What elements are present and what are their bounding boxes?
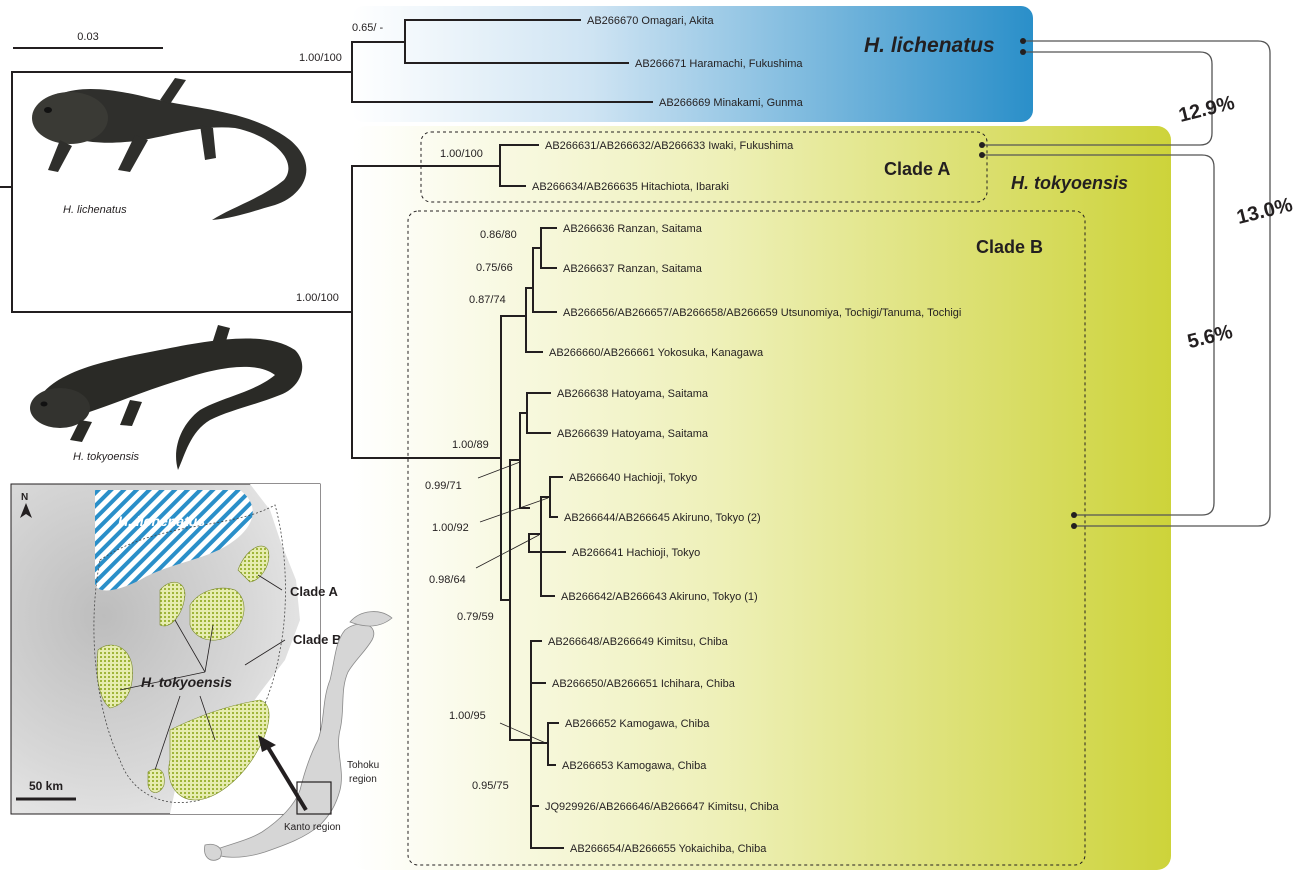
scale-bar-label: 0.03	[77, 31, 98, 43]
tokyoensis-band	[352, 126, 1171, 870]
support-ranzan-utsunomiya: 0.75/66	[476, 262, 513, 274]
taxon-label: AB266654/AB266655 Yokaichiba, Chiba	[570, 843, 767, 855]
taxon-label: AB266653 Kamogawa, Chiba	[562, 760, 707, 772]
taxon-label: AB266650/AB266651 Ichihara, Chiba	[552, 678, 736, 690]
taxon-label: AB266641 Hachioji, Tokyo	[572, 547, 700, 559]
photo-tokyoensis: H. tokyoensis	[30, 325, 302, 470]
taxon-label: AB266671 Haramachi, Fukushima	[635, 58, 803, 70]
map-label-lichenatus: H. lichenatus	[118, 513, 205, 529]
support-hatoyama-tokyo: 0.99/71	[425, 480, 462, 492]
taxon-label: AB266634/AB266635 Hitachiota, Ibaraki	[532, 181, 729, 193]
support-clade-b: 1.00/89	[452, 439, 489, 451]
taxon-label: AB266636 Ranzan, Saitama	[563, 223, 703, 235]
divergence-lichenatus-cladeA: 12.9%	[1176, 92, 1237, 127]
clade-a-label: Clade A	[884, 159, 950, 179]
map-scale-label: 50 km	[29, 779, 63, 793]
support-ranzan: 0.86/80	[480, 229, 517, 241]
support-tokyo-group: 1.00/92	[432, 522, 469, 534]
support-omagari-haramachi: 0.65/ -	[352, 22, 384, 34]
north-label: N	[21, 492, 28, 503]
divergence-cladeA-cladeB: 5.6%	[1185, 321, 1235, 353]
distribution-map: H. lichenatus H. tokyoensis Clade A Clad…	[11, 484, 341, 814]
support-chiba-inner: 0.95/75	[472, 780, 509, 792]
range-patch	[148, 769, 164, 793]
taxon-label: AB266648/AB266649 Kimitsu, Chiba	[548, 636, 729, 648]
taxon-label: AB266660/AB266661 Yokosuka, Kanagawa	[549, 347, 764, 359]
photo-caption-lichenatus: H. lichenatus	[63, 204, 127, 216]
support-kamogawa: 1.00/95	[449, 710, 486, 722]
taxon-label: JQ929926/AB266646/AB266647 Kimitsu, Chib…	[545, 801, 779, 813]
clade-b-label: Clade B	[976, 237, 1043, 257]
taxon-label: AB266638 Hatoyama, Saitama	[557, 388, 709, 400]
support-hachioji-akiruno: 0.98/64	[429, 574, 466, 586]
taxon-label: AB266652 Kamogawa, Chiba	[565, 718, 710, 730]
taxon-label: AB266639 Hatoyama, Saitama	[557, 428, 709, 440]
taxon-label: AB266631/AB266632/AB266633 Iwaki, Fukush…	[545, 140, 794, 152]
kanto-label: Kanto region	[284, 822, 341, 833]
map-label-clade-b: Clade B	[293, 632, 341, 647]
support-clade-a: 1.00/100	[440, 148, 483, 160]
taxon-label: AB266669 Minakami, Gunma	[659, 97, 804, 109]
taxon-label: AB266670 Omagari, Akita	[587, 15, 714, 27]
photo-caption-tokyoensis: H. tokyoensis	[73, 451, 140, 463]
support-yokosuka-group: 0.87/74	[469, 294, 506, 306]
species-label-lichenatus: H. lichenatus	[864, 34, 995, 57]
map-label-tokyoensis: H. tokyoensis	[141, 674, 232, 690]
taxon-label: AB266656/AB266657/AB266658/AB266659 Utsu…	[563, 307, 961, 319]
taxon-label: AB266644/AB266645 Akiruno, Tokyo (2)	[564, 512, 761, 524]
tohoku-label-1: Tohoku	[347, 760, 379, 771]
taxon-label: AB266637 Ranzan, Saitama	[563, 263, 703, 275]
support-lichenatus: 1.00/100	[299, 52, 342, 64]
species-label-tokyoensis: H. tokyoensis	[1011, 173, 1128, 193]
taxon-label: AB266642/AB266643 Akiruno, Tokyo (1)	[561, 591, 758, 603]
tohoku-label-2: region	[349, 774, 377, 785]
taxon-label: AB266640 Hachioji, Tokyo	[569, 472, 697, 484]
kyushu-shape	[204, 844, 221, 860]
photo-lichenatus: H. lichenatus	[32, 78, 306, 220]
map-label-clade-a: Clade A	[290, 584, 339, 599]
support-chiba-group: 0.79/59	[457, 611, 494, 623]
divergence-lichenatus-cladeB: 13.0%	[1234, 194, 1295, 229]
support-tokyoensis: 1.00/100	[296, 292, 339, 304]
